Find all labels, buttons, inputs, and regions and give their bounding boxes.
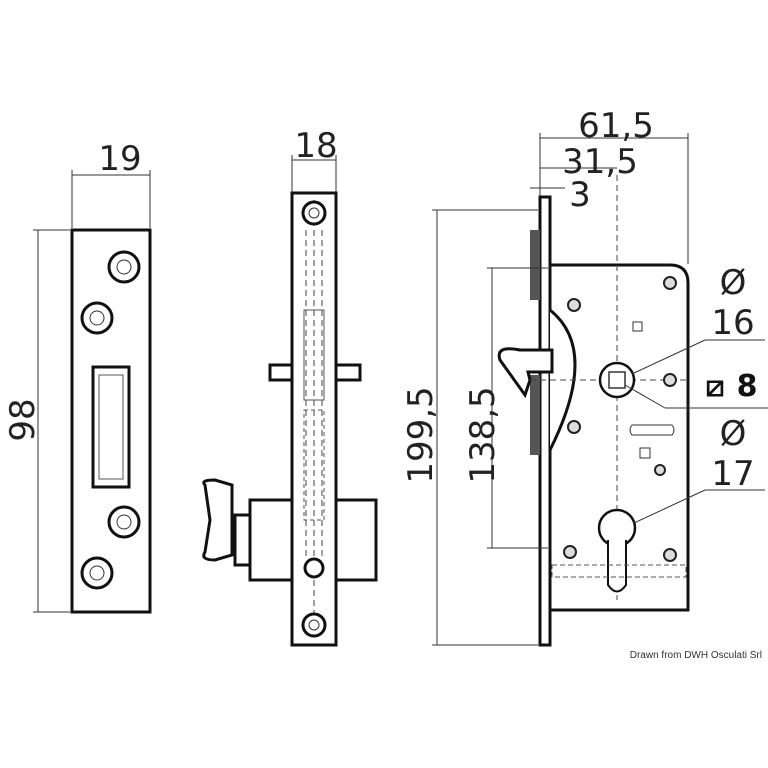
screw-icon [567,298,581,312]
screw-icon [107,250,141,284]
screw-icon [654,464,666,476]
strike-width-label: 19 [98,139,141,179]
screw-icon [663,373,677,387]
strike-height-label: 98 [3,398,43,441]
handle-hole [598,361,636,399]
screw-icon [80,301,114,335]
screw-icon [563,545,577,559]
side-width-label: 18 [294,126,337,166]
body-height-label: 138,5 [463,386,503,483]
square-spindle-icon: ⧄ [705,369,724,404]
screw-icon [663,548,677,562]
screw-icon [303,557,325,579]
spindle-label: 8 [737,369,758,404]
faceplate-height-label: 199,5 [401,386,441,483]
handle-hole-label: 16 [711,303,754,343]
screw-icon [301,612,327,638]
strike-plate [33,170,152,614]
overall-width-label: 61,5 [578,106,654,146]
backset-label: 31,5 [562,142,638,182]
faceplate-thickness-label: 3 [569,175,591,215]
credit-text: Drawn from DWH Osculati Srl [629,650,762,661]
diameter-symbol: Ø [720,263,747,303]
diameter-symbol: Ø [720,414,747,454]
screw-icon [80,556,114,590]
screw-icon [567,420,581,434]
cylinder-hole [597,508,637,593]
cylinder-hole-label: 17 [711,454,754,494]
screw-icon [663,276,677,290]
lock-body-front [432,133,768,647]
screw-icon [107,505,141,539]
screw-icon [301,200,327,226]
lock-side-view [202,155,378,647]
